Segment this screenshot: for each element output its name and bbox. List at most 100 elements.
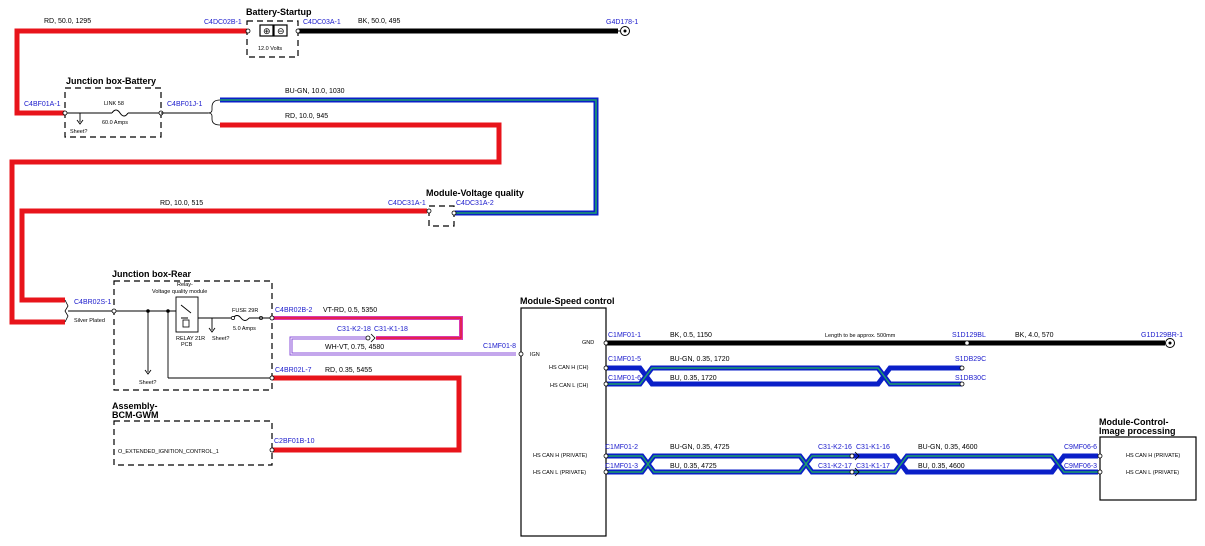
battery-voltage: 12.0 Volts — [258, 46, 282, 52]
image-module-box[interactable] — [1099, 436, 1197, 501]
conn-s1db30c[interactable]: S1DB30C — [955, 375, 986, 382]
conn-c1mf01-8[interactable]: C1MF01-8 — [483, 343, 516, 350]
conn-c31k1-17[interactable]: C31-K1-17 — [856, 463, 890, 470]
bcm-title-2: BCM-GWM — [112, 410, 159, 420]
pin-ign: IGN — [530, 352, 540, 358]
conn-c4dc02b[interactable]: C4DC02B-1 — [204, 19, 242, 26]
wire-label-rd1295: RD, 50.0, 1295 — [44, 18, 91, 25]
wire-label-bk1150: BK, 0.5, 1150 — [670, 332, 712, 339]
conn-g4d178[interactable]: G4D178-1 — [606, 19, 638, 26]
conn-c1mf01-2[interactable]: C1MF01-2 — [605, 444, 638, 451]
pin-can-l-private: HS CAN L (PRIVATE) — [533, 470, 586, 476]
relay-title-2: Voltage quality module — [152, 289, 207, 295]
ground-icon — [1165, 338, 1175, 348]
conn-c4bf01a[interactable]: C4BF01A-1 — [24, 101, 61, 108]
wire-label-bu4725: BU, 0.35, 4725 — [670, 463, 717, 470]
pin-gnd: GND — [582, 340, 594, 346]
wire-rd-10-945[interactable] — [9, 122, 502, 325]
wire-label-bu4600: BU, 0.35, 4600 — [918, 463, 965, 470]
jbox-battery-box[interactable] — [64, 87, 162, 138]
inline-connector-icon — [365, 333, 376, 343]
wire-label-bugn1720: BU-GN, 0.35, 1720 — [670, 356, 730, 363]
fuse-icon — [232, 315, 250, 321]
battery-plus-icon: ⊕ — [263, 27, 271, 37]
bcm-box[interactable] — [113, 420, 273, 466]
jbox-battery-title: Junction box-Battery — [66, 76, 156, 86]
fuse-label: FUSE 29R — [232, 308, 258, 314]
wire-label-bk495: BK, 50.0, 495 — [358, 18, 401, 25]
pin-can-h-ch: HS CAN H (CH) — [549, 365, 589, 371]
conn-c31k2-18[interactable]: C31-K2-18 — [337, 326, 371, 333]
conn-c1mf01-3[interactable]: C1MF01-3 — [605, 463, 638, 470]
conn-g1d129br[interactable]: G1D129BR-1 — [1141, 332, 1183, 339]
fuse-rating: 5.0 Amps — [233, 326, 256, 332]
splice-brace-icon — [207, 99, 221, 126]
bcm-signal: O_EXTENDED_IGNITION_CONTROL_1 — [118, 449, 219, 455]
pin-can-l-ch: HS CAN L (CH) — [550, 383, 588, 389]
conn-c4br02l[interactable]: C4BR02L-7 — [275, 367, 312, 374]
conn-c1mf01-5[interactable]: C1MF01-5 — [608, 356, 641, 363]
wire-label-rd5455: RD, 0.35, 5455 — [325, 367, 372, 374]
conn-s1d129bl[interactable]: S1D129BL — [952, 332, 986, 339]
ground-icon — [614, 26, 630, 36]
relay-part-2: PCB — [181, 342, 193, 348]
conn-c4bf01j[interactable]: C4BF01J-1 — [167, 101, 203, 108]
bcm-title-1: Assembly- — [112, 401, 158, 411]
conn-c4dc31a2[interactable]: C4DC31A-2 — [456, 200, 494, 207]
relay-title-1: Relay- — [177, 282, 193, 288]
wire-label-rd515: RD, 10.0, 515 — [160, 200, 203, 207]
voltage-module-title: Module-Voltage quality — [426, 188, 524, 198]
wire-rd-0.35-5455[interactable] — [272, 375, 462, 453]
speed-module-title: Module-Speed control — [520, 296, 615, 306]
wire-label-bu1720: BU, 0.35, 1720 — [670, 375, 717, 382]
voltage-module-box[interactable] — [428, 205, 455, 227]
wire-can-ch-pair[interactable] — [606, 365, 962, 387]
conn-c4dc03a[interactable]: C4DC03A-1 — [303, 19, 341, 26]
inline-connector-icon — [849, 451, 860, 477]
speed-module-box[interactable] — [520, 307, 607, 537]
battery-title: Battery-Startup — [246, 7, 312, 17]
link-rating: 60.0 Amps — [102, 120, 128, 126]
conn-c31k1-18[interactable]: C31-K1-18 — [374, 326, 408, 333]
conn-c31k2-16[interactable]: C31-K2-16 — [818, 444, 852, 451]
conn-c31k2-17[interactable]: C31-K2-17 — [818, 463, 852, 470]
wire-label-bugn1030: BU-GN, 10.0, 1030 — [285, 88, 345, 95]
sheet-arrow-icon — [76, 119, 84, 125]
wire-rd-10-515[interactable] — [19, 208, 427, 303]
relay-part-1: RELAY 21R — [176, 336, 205, 342]
conn-s1db29c[interactable]: S1DB29C — [955, 356, 986, 363]
conn-c2bf01b[interactable]: C2BF01B-10 — [274, 438, 315, 445]
wire-label-bugn4725: BU-GN, 0.35, 4725 — [670, 444, 730, 451]
wire-label-bugn4600: BU-GN, 0.35, 4600 — [918, 444, 978, 451]
pin-can-h-private: HS CAN H (PRIVATE) — [533, 453, 587, 459]
wire-label-rd945: RD, 10.0, 945 — [285, 113, 328, 120]
battery-minus-icon: ⊖ — [277, 27, 285, 37]
link-fuse-icon — [111, 109, 129, 117]
conn-c9mf06-3[interactable]: C9MF06-3 — [1064, 463, 1097, 470]
sheet-arrow-icon — [144, 369, 152, 375]
conn-c4br02s[interactable]: C4BR02S-1 — [74, 299, 111, 306]
jbox-rear-sheet-2: Sheet? — [212, 336, 229, 342]
wire-label-bk570: BK, 4.0, 570 — [1015, 332, 1054, 339]
conn-c1mf01-1[interactable]: C1MF01-1 — [608, 332, 641, 339]
image-pin-can-h: HS CAN H (PRIVATE) — [1126, 453, 1180, 459]
link-label: LINK 58 — [104, 101, 124, 107]
image-module-title-2: Image processing — [1099, 426, 1176, 436]
splice-icon — [64, 299, 69, 323]
conn-c31k1-16[interactable]: C31-K1-16 — [856, 444, 890, 451]
image-module-title-1: Module-Control- — [1099, 417, 1168, 427]
wire-rd-50-1295[interactable] — [14, 28, 248, 116]
conn-c4br02b[interactable]: C4BR02B-2 — [275, 307, 312, 314]
conn-c4dc31a1[interactable]: C4DC31A-1 — [388, 200, 426, 207]
relay-switch-icon — [180, 304, 192, 319]
conn-c1mf01-6[interactable]: C1MF01-6 — [608, 375, 641, 382]
wire-label-vtrd: VT-RD, 0.5, 5350 — [323, 307, 377, 314]
wire-label-whvt: WH-VT, 0.75, 4580 — [325, 344, 384, 351]
jbox-battery-sheet: Sheet? — [70, 129, 87, 135]
image-pin-can-l: HS CAN L (PRIVATE) — [1126, 470, 1179, 476]
conn-c9mf06-6[interactable]: C9MF06-6 — [1064, 444, 1097, 451]
wire-note: Length to be approx. 500mm — [825, 333, 896, 339]
wire-bugn-10-1030[interactable] — [220, 97, 599, 216]
jbox-rear-title: Junction box-Rear — [112, 269, 192, 279]
